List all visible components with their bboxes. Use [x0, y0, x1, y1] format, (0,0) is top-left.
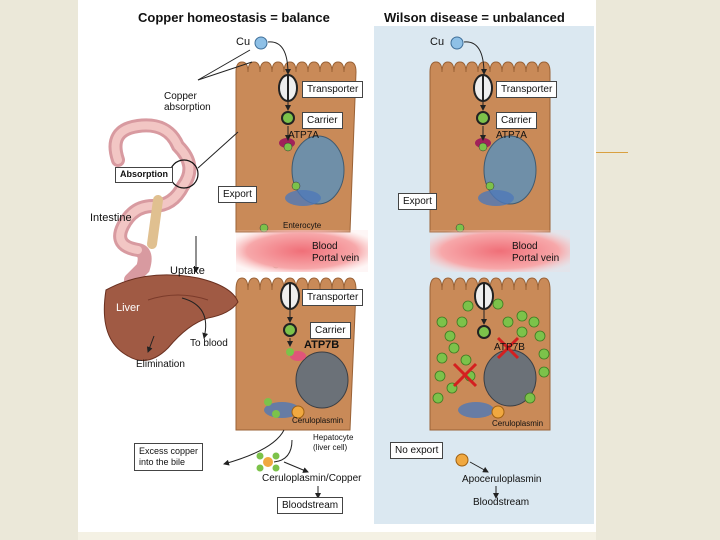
liver-label: Liver: [116, 302, 140, 314]
enterocyte-left: [235, 61, 357, 233]
enterocyte-label: Enterocyte: [283, 221, 322, 230]
uptake-label: Uptake: [170, 265, 205, 277]
portal-vein-label-right: Portal vein: [512, 253, 560, 264]
cross-mark-cytoplasm: [452, 362, 478, 388]
transporter-box-left-bottom: Transporter: [302, 289, 364, 306]
copper-absorption-label-2: absorption: [164, 102, 211, 113]
excess-copper-box: Excess copper into the bile: [134, 443, 204, 471]
atp7b-label-left: ATP7B: [304, 339, 340, 351]
ceruloplasmin-label-left: Ceruloplasmin: [292, 416, 344, 425]
hepatocyte-label-2: (liver cell): [313, 443, 348, 452]
nucleus-left-top: [291, 135, 345, 205]
ceruloplasmin-copper-label: Ceruloplasmin/Copper: [262, 473, 362, 484]
nucleus-right-top: [483, 135, 537, 205]
cross-mark-atp7b: [496, 336, 520, 360]
apoceruloplasmin-label: Apoceruloplasmin: [462, 474, 542, 485]
slide-accent-line: [594, 152, 628, 153]
carrier-box-right-top: Carrier: [496, 112, 537, 129]
ceruloplasmin-copper-cluster: [256, 452, 280, 472]
diagram-graphics: [103, 36, 570, 499]
cu-label-right: Cu: [430, 36, 445, 48]
title-homeostasis: Copper homeostasis = balance: [138, 10, 330, 25]
to-blood-label: To blood: [190, 338, 228, 349]
blood-band-right: [430, 230, 570, 272]
transporter-left-top: [278, 74, 298, 102]
atp7b-label-right: ATP7B: [494, 342, 525, 353]
atp7a-label-left: ATP7A: [288, 130, 319, 141]
transporter-box-left-top: Transporter: [302, 81, 364, 98]
carrier-box-left-top: Carrier: [302, 112, 343, 129]
bloodstream-label-right: Bloodstream: [473, 497, 530, 508]
carrier-box-left-bottom: Carrier: [310, 322, 351, 339]
excess-copper-line2: into the bile: [139, 456, 186, 467]
transporter-right-top: [473, 74, 493, 102]
title-wilson: Wilson disease = unbalanced: [384, 10, 565, 25]
ceruloplasmin-label-right: Ceruloplasmin: [492, 419, 544, 428]
cu-label-left: Cu: [236, 36, 251, 48]
intestine-label: Intestine: [90, 212, 132, 224]
export-box-left: Export: [218, 186, 257, 203]
transporter-right-bottom: [474, 282, 494, 310]
hepatocyte-label-1: Hepatocyte: [313, 433, 354, 442]
export-box-right: Export: [398, 193, 437, 210]
transporter-box-right-top: Transporter: [496, 81, 558, 98]
blood-band-left: [236, 230, 368, 272]
slide-right-margin: [596, 0, 720, 540]
intestine-drawing: [108, 118, 197, 287]
blood-label-right: Blood: [512, 241, 538, 252]
transporter-left-bottom: [280, 282, 300, 310]
portal-vein-label-left: Portal vein: [312, 253, 360, 264]
copper-absorption-label-1: Copper: [164, 91, 197, 102]
atp7a-label-right: ATP7A: [496, 130, 527, 141]
absorption-box: Absorption: [115, 167, 173, 183]
bloodstream-box-left: Bloodstream: [277, 497, 344, 514]
nucleus-left-bottom: [295, 351, 349, 409]
elimination-label: Elimination: [136, 359, 185, 370]
enterocyte-right: [429, 61, 551, 233]
slide-left-margin: [0, 0, 78, 540]
excess-copper-line1: Excess copper: [139, 446, 199, 456]
no-export-box: No export: [390, 442, 444, 459]
blood-label-left: Blood: [312, 241, 338, 252]
liver-drawing: [103, 274, 239, 361]
